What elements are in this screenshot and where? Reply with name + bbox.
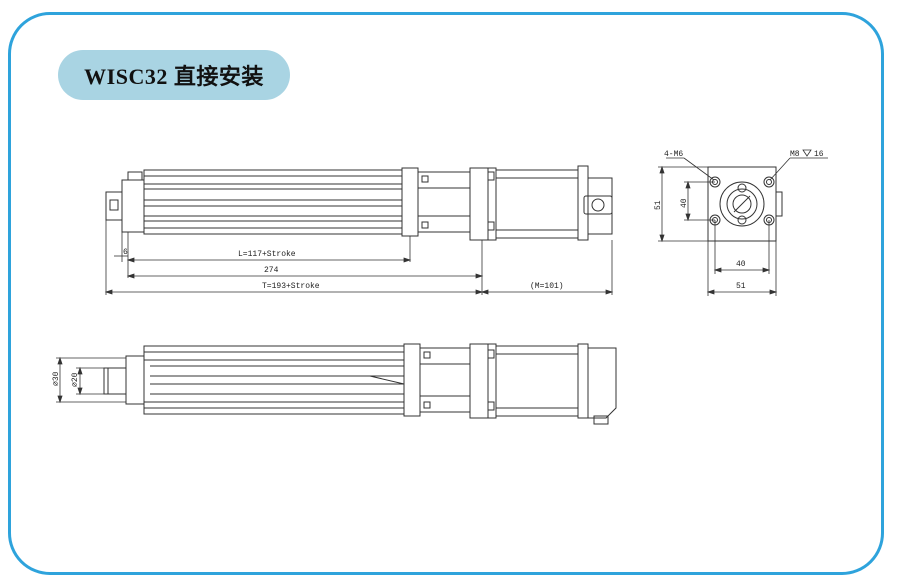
dim-h40: 40 (680, 198, 689, 208)
mount-hole-tr (763, 176, 775, 188)
rod-end-block (105, 191, 123, 221)
dim-d20: ⌀20 (71, 372, 80, 387)
motor-flange (469, 167, 489, 241)
diagram-frame (8, 12, 884, 575)
rod-end-bolt (109, 199, 119, 211)
top-dimensions (56, 356, 126, 404)
rod-end-top (103, 367, 127, 395)
connector-nut (591, 198, 605, 212)
end-view: 4-M6 M8 16 51 40 40 51 (654, 149, 828, 296)
side-dimensions (104, 192, 614, 295)
dim-6: 6 (123, 248, 128, 257)
front-end-cap (121, 179, 145, 233)
top-view: ⌀30 ⌀20 (52, 343, 617, 425)
rear-end-cap (401, 167, 419, 237)
page-title: WISC32 直接安装 (84, 64, 264, 89)
title-badge: WISC32 直接安装 (58, 50, 290, 100)
coupling-housing (417, 171, 471, 233)
cable-connector (587, 347, 617, 419)
dim-w51: 51 (736, 282, 746, 291)
actuator-body-top (143, 345, 405, 415)
dim-274: 274 (264, 266, 279, 275)
front-cap-top-view (125, 355, 145, 405)
dim-m: (M=101) (530, 282, 564, 291)
dim-t-stroke: T=193+Stroke (262, 282, 320, 291)
dim-depth-16: 16 (814, 150, 824, 159)
dim-l-stroke: L=117+Stroke (238, 250, 296, 259)
motor-body (495, 169, 579, 239)
dim-d30: ⌀30 (52, 371, 61, 386)
actuator-body (143, 169, 403, 235)
end-dimensions (658, 149, 828, 296)
side-view: L=117+Stroke 274 T=193+Stroke (M=101) 6 (104, 165, 614, 295)
dim-h51: 51 (654, 200, 663, 210)
front-cap-top (127, 171, 143, 181)
end-bore-outer (719, 181, 765, 227)
dim-m8: M8 (790, 150, 800, 159)
motor-body-top (495, 345, 579, 417)
dim-4-m6: 4-M6 (664, 150, 683, 159)
dim-w40: 40 (736, 260, 746, 269)
